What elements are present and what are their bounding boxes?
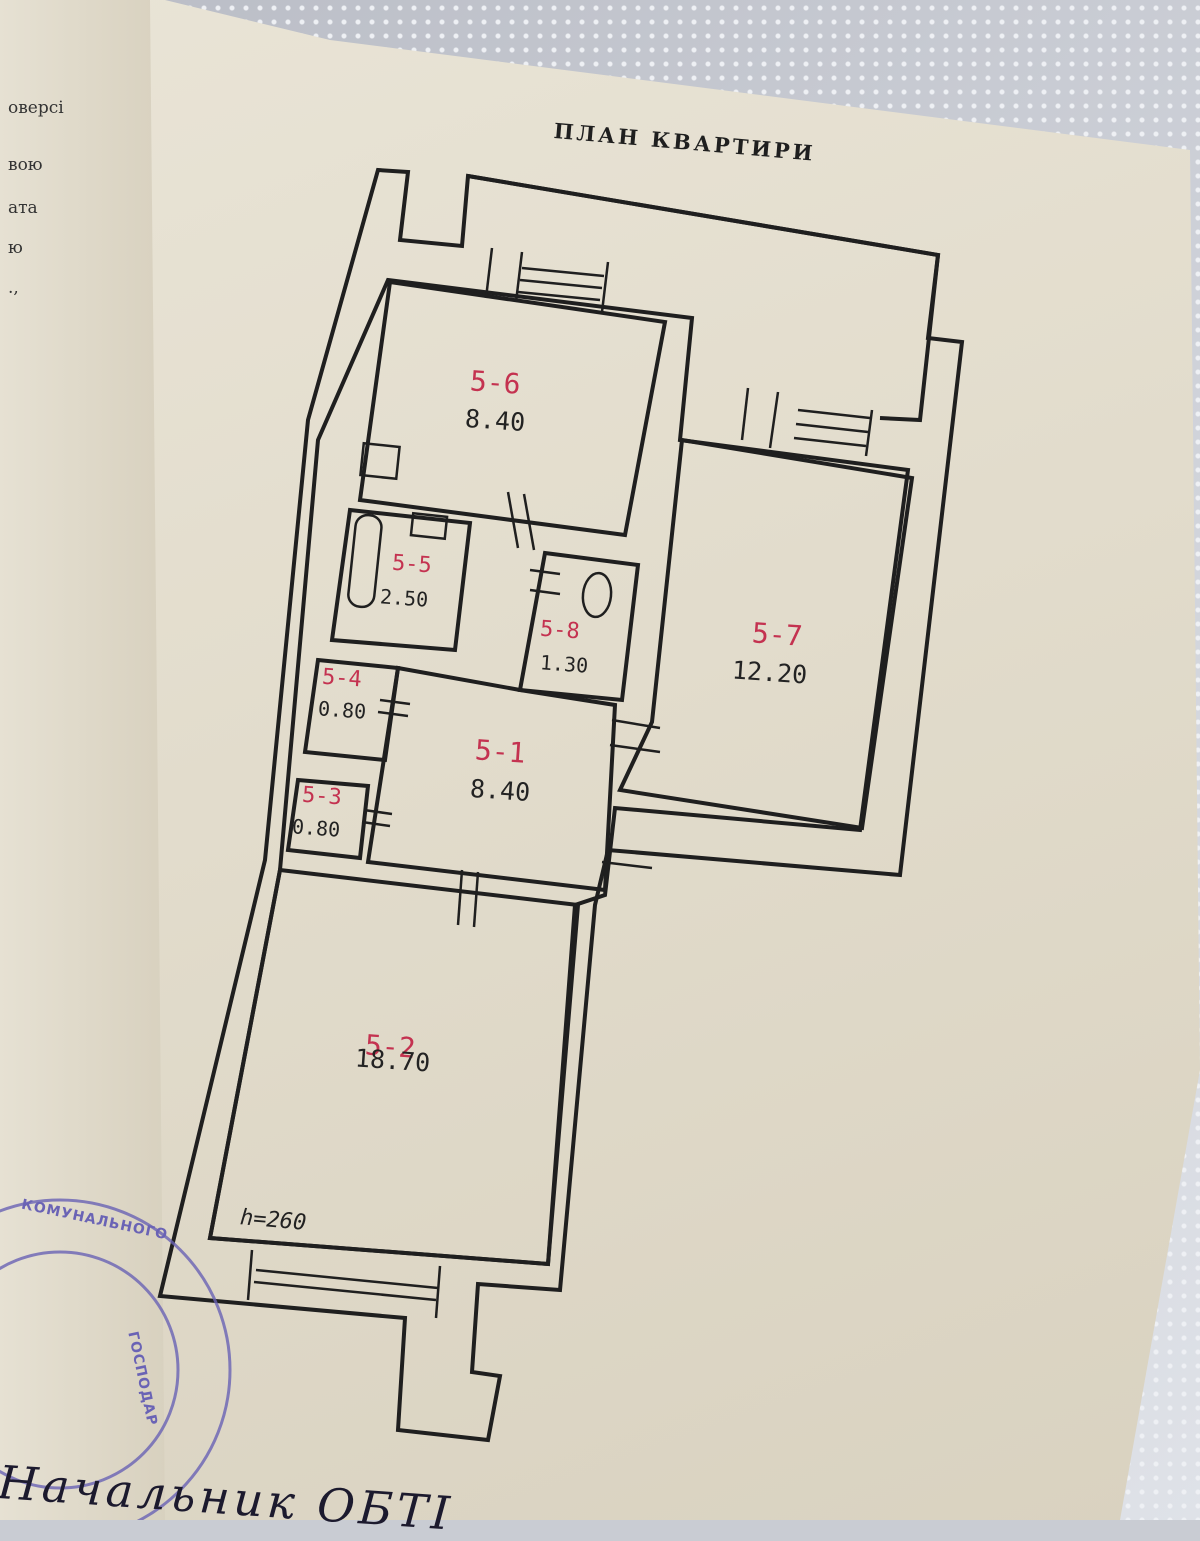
sink-fixture (409, 511, 449, 541)
left-page-fragment: ю (8, 238, 23, 258)
window-5-2 (246, 1249, 442, 1319)
room-outline-5-6 (357, 279, 668, 538)
bathtub-fixture (347, 513, 383, 609)
room-code-5-8: 5-8 (539, 616, 581, 645)
room-code-5-7: 5-7 (750, 616, 804, 653)
left-page-fragment: ата (8, 198, 38, 218)
room-outline-5-8 (517, 550, 641, 703)
room-area-5-1: 8.40 (469, 773, 532, 808)
room-code-5-4: 5-4 (321, 664, 363, 693)
left-page-fragment: оверсі (8, 98, 64, 118)
room-area-5-8: 1.30 (539, 650, 589, 678)
room-code-5-6: 5-6 (468, 364, 522, 401)
room-outline-5-3 (285, 777, 371, 861)
balcony-outline (467, 174, 941, 423)
window-5-6 (484, 247, 610, 313)
outer-wall (157, 167, 965, 1443)
room-area-5-2: 18.70 (354, 1043, 432, 1078)
room-outline-5-1 (365, 665, 618, 893)
toilet-fixture (581, 571, 613, 619)
official-stamp (0, 1198, 232, 1520)
room-code-5-3: 5-3 (301, 782, 343, 811)
room-area-5-7: 12.20 (731, 655, 809, 690)
door-marks (361, 491, 661, 928)
stove-fixture (359, 441, 401, 481)
room-code-5-5: 5-5 (391, 550, 433, 579)
left-page-fragment: вою (8, 155, 43, 175)
window-5-7 (740, 387, 874, 457)
room-outline-5-5 (329, 507, 473, 653)
room-code-5-1: 5-1 (473, 733, 527, 770)
room-area-5-4: 0.80 (317, 696, 367, 724)
left-page-fragment: ., (8, 278, 19, 298)
left-page: оверсі вою ата ю ., (0, 0, 165, 1520)
room-outline-5-7 (617, 437, 915, 831)
room-area-5-6: 8.40 (464, 403, 527, 438)
room-area-5-3: 0.80 (291, 814, 341, 842)
room-outline-5-2 (207, 867, 581, 1267)
room-area-5-5: 2.50 (379, 584, 429, 612)
